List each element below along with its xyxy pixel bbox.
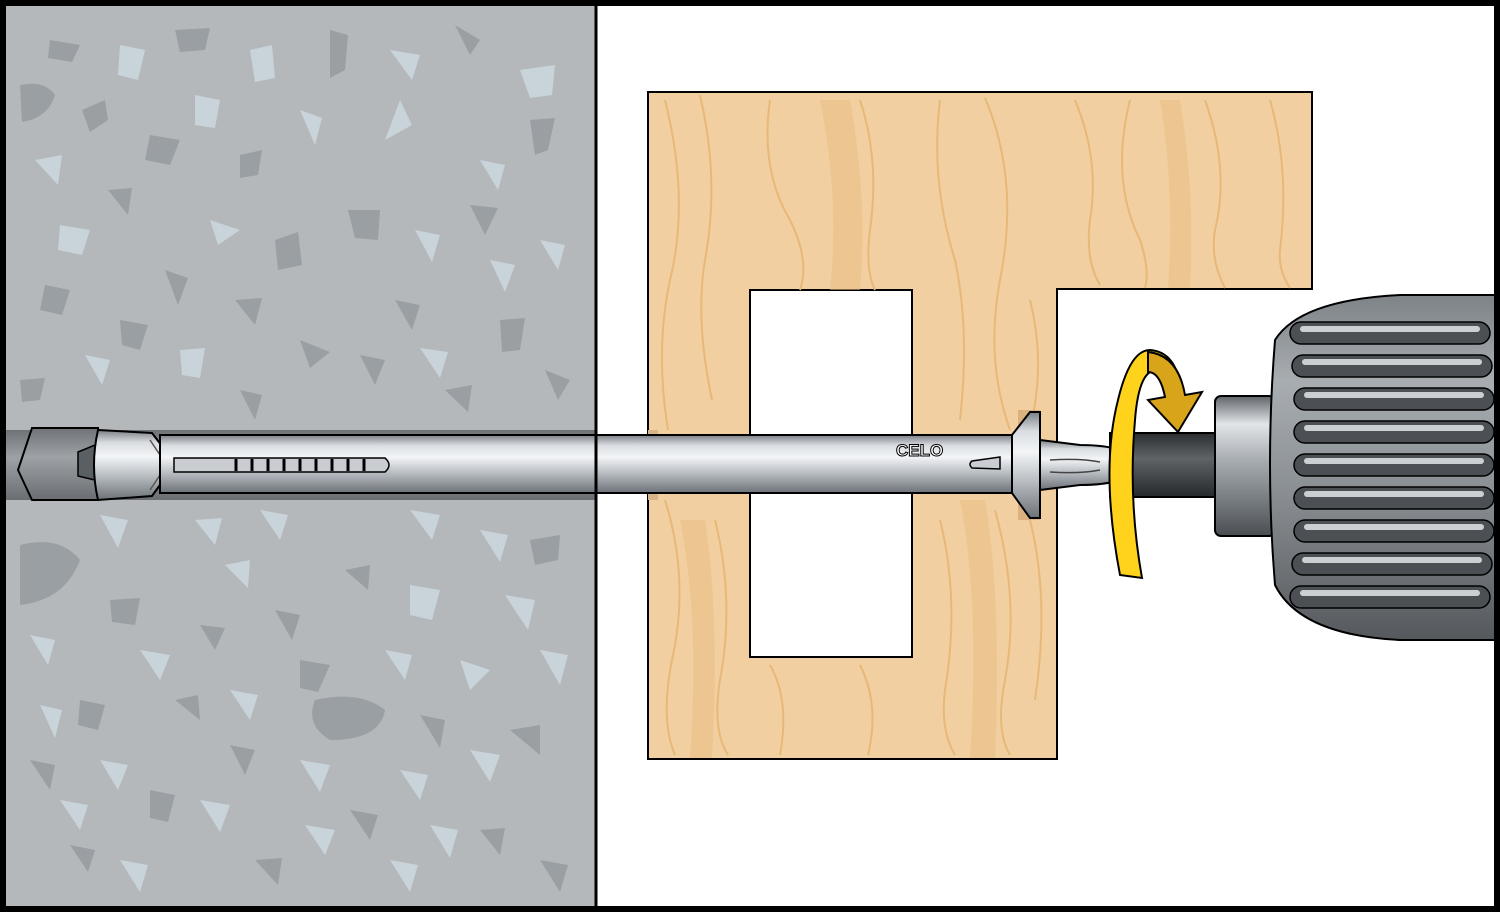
rotation-arrow-icon xyxy=(1108,348,1204,580)
concrete-light-stones xyxy=(30,45,568,892)
drill-grip-highlights xyxy=(1300,326,1484,596)
anchor-brand-label: CELO xyxy=(896,441,943,460)
anchor-slot xyxy=(173,457,390,473)
anchor-head xyxy=(1011,411,1041,519)
wood-grain xyxy=(660,94,1291,756)
anchor-expansion-collar xyxy=(93,428,166,502)
wood-darker-bands xyxy=(680,100,1192,758)
concrete-dark-stones xyxy=(20,25,570,892)
anchor-thread xyxy=(234,459,366,471)
frame-anchor: CELO xyxy=(16,411,1121,519)
drill-chuck xyxy=(1214,294,1500,641)
screw-head xyxy=(1039,438,1121,492)
chuck-collar xyxy=(1214,395,1276,537)
wood-fixture xyxy=(647,91,1313,760)
